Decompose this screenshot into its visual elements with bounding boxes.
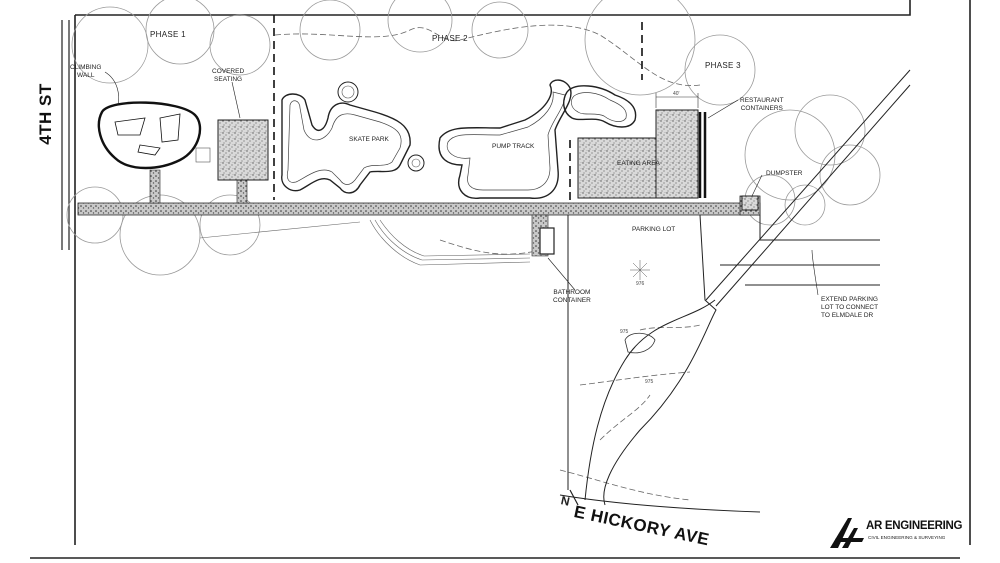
dimension-40: 40': [673, 91, 680, 97]
leader-lines: [104, 71, 819, 296]
restaurant-containers-label-line-2: CONTAINERS: [740, 105, 783, 112]
covered-seating-label-line-2: SEATING: [214, 76, 243, 83]
logo-mark-icon: [830, 518, 864, 548]
extend-parking-note-line-1: EXTEND PARKING: [821, 296, 878, 303]
logo-tagline: CIVIL ENGINEERING & SURVEYING: [868, 535, 946, 540]
light-pole-markers: [630, 260, 650, 280]
pump-track-shape: [438, 79, 572, 199]
north-arrow: [569, 489, 579, 506]
sheet-border: [30, 0, 971, 559]
bathroom-container-label: BATHROOM CONTAINER: [553, 289, 591, 305]
tree-canopies: [66, 0, 881, 276]
contour-label-975-b: 975: [645, 379, 654, 385]
parking-and-roads: [559, 69, 911, 513]
phase-1-label: PHASE 1: [150, 30, 186, 39]
climbing-wall-shape: [97, 101, 202, 170]
phase-boundaries: [273, 15, 643, 200]
dumpster-label: DUMPSTER: [766, 170, 803, 177]
restaurant-containers-shape: [655, 109, 699, 199]
small-island: [624, 332, 656, 354]
extend-parking-note: EXTEND PARKING LOT TO CONNECT TO ELMDALE…: [821, 296, 878, 320]
skate-park-label: SKATE PARK: [349, 136, 389, 143]
connector-seating: [236, 179, 248, 204]
bathroom-container-shape: [539, 227, 555, 255]
main-walkway: [77, 202, 761, 216]
4th-st-row: [61, 20, 70, 250]
contour-label-975-a: 975: [620, 329, 629, 335]
drainage-lines: [199, 219, 531, 266]
connector-4th-st: [149, 169, 161, 204]
covered-seating-label-line-1: COVERED: [212, 68, 245, 75]
phase-3-label: PHASE 3: [705, 61, 741, 70]
eating-area-label: EATING AREA: [617, 160, 660, 167]
extend-parking-note-line-3: TO ELMDALE DR: [821, 312, 874, 319]
skate-park-shape: [281, 93, 411, 194]
extend-parking-note-line-2: LOT TO CONNECT: [821, 304, 879, 311]
company-logo: AR ENGINEERING CIVIL ENGINEERING & SURVE…: [828, 516, 963, 552]
restaurant-containers-label: RESTAURANT CONTAINERS: [740, 97, 784, 113]
bathroom-container-label-line-1: BATHROOM: [553, 289, 591, 296]
climbing-wall-label-line-2: WALL: [76, 72, 95, 79]
climbing-wall-label-line-1: CLIMBING: [70, 64, 102, 71]
restaurant-containers-label-line-1: RESTAURANT: [740, 97, 784, 104]
logo-name: AR ENGINEERING: [866, 520, 963, 532]
climbing-wall-label: CLIMBING WALL: [70, 64, 101, 80]
parking-lot-label: PARKING LOT: [632, 226, 676, 233]
street-label-4th-st: 4TH ST: [35, 83, 55, 145]
covered-seating-label: COVERED SEATING: [212, 68, 244, 84]
dumpster-shape: [741, 195, 759, 211]
covered-seating-shape: [217, 119, 269, 181]
phase-2-label: PHASE 2: [432, 34, 468, 43]
pump-track-label: PUMP TRACK: [492, 143, 535, 150]
bathroom-container-label-line-2: CONTAINER: [553, 297, 591, 304]
contour-lines: [274, 24, 701, 501]
north-mark-label: N: [559, 493, 572, 509]
contour-label-976: 976: [636, 281, 645, 287]
